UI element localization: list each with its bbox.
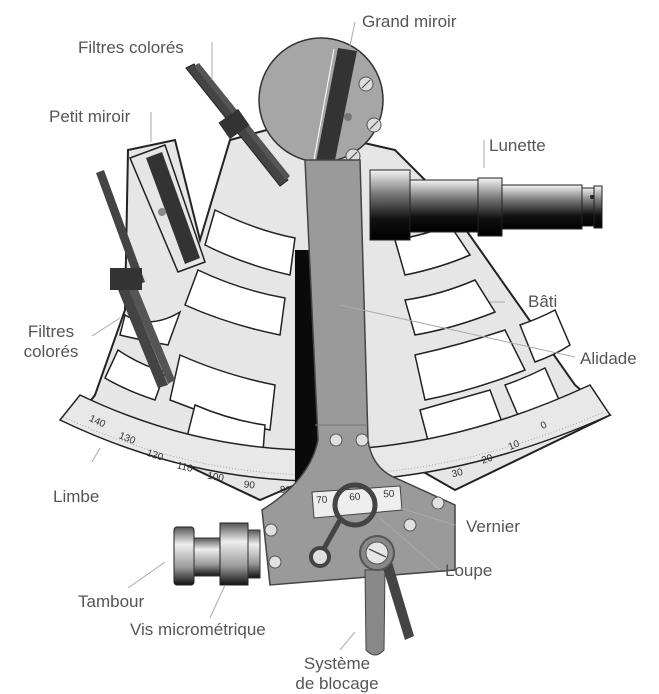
label-vis-micrometrique: Vis micrométrique xyxy=(130,620,266,639)
label-loupe: Loupe xyxy=(445,561,493,580)
limbe-scale-number: 110 xyxy=(176,460,195,475)
limbe-scale-number: 120 xyxy=(145,448,165,464)
label-tambour: Tambour xyxy=(78,592,145,611)
limbe-arc xyxy=(58,384,612,482)
label-systeme-blocage-line2: de blocage xyxy=(295,674,379,693)
label-grand-miroir: Grand miroir xyxy=(362,12,457,31)
label-bati: Bâti xyxy=(528,292,558,311)
vernier-scale: 70 60 50 xyxy=(316,489,395,507)
vernier-scale-number: 70 xyxy=(316,495,328,507)
label-alidade: Alidade xyxy=(580,349,637,368)
label-systeme-blocage-line1: Système xyxy=(303,654,371,673)
limbe-scale-number: 20 xyxy=(480,453,494,467)
limbe-scale-number: 100 xyxy=(206,471,225,485)
label-filtres-colores-left-line2: colorés xyxy=(23,342,79,361)
label-limbe: Limbe xyxy=(53,487,100,506)
limbe-scale-number: 10 xyxy=(507,438,522,453)
petit-miroir xyxy=(129,144,206,273)
loupe xyxy=(309,482,378,568)
label-lunette: Lunette xyxy=(489,136,546,155)
limbe-scale-number: 0 xyxy=(539,419,549,432)
tambour-micrometer xyxy=(173,522,261,586)
vernier-scale-number: 50 xyxy=(383,489,395,501)
filtres-colores-top xyxy=(185,63,290,187)
leader-lines xyxy=(91,21,576,651)
limbe-scale-number: 30 xyxy=(451,467,465,480)
grand-miroir xyxy=(258,37,384,180)
label-filtres-colores-left-line1: Filtres xyxy=(27,322,75,341)
label-vernier: Vernier xyxy=(466,517,520,536)
label-systeme-blocage: Système de blocage xyxy=(282,654,392,694)
label-filtres-colores-left: Filtres colorés xyxy=(15,322,87,362)
label-filtres-colores-top: Filtres colorés xyxy=(78,38,184,57)
lunette-telescope xyxy=(369,169,603,241)
systeme-blocage xyxy=(359,535,414,656)
alidade-arm xyxy=(261,159,456,586)
label-petit-miroir: Petit miroir xyxy=(49,107,131,126)
limbe-scale-number: 90 xyxy=(243,479,256,491)
vernier-scale-number: 60 xyxy=(349,492,361,504)
filtres-colores-left xyxy=(96,170,175,388)
limbe-scale-number: 80 xyxy=(279,485,291,497)
